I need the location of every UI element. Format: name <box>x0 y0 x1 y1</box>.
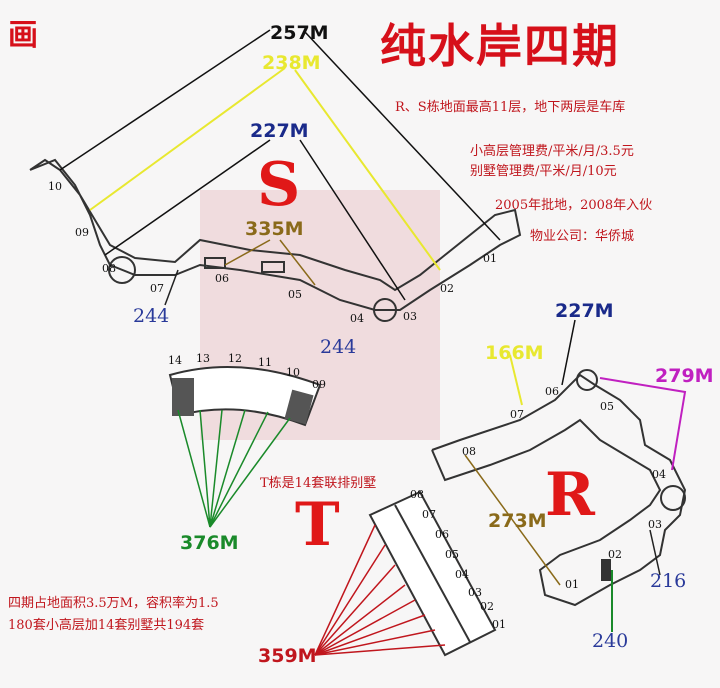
v-unit-label: 03 <box>468 586 482 599</box>
v-unit-label: 05 <box>445 548 459 561</box>
t-unit-label: 09 <box>312 378 326 391</box>
t-unit-label: 14 <box>168 354 182 367</box>
r-unit-label: 08 <box>462 445 476 458</box>
distance-359: 359M <box>258 645 317 667</box>
t-unit-label: 11 <box>258 356 272 369</box>
corner-label: 画 <box>8 18 38 53</box>
s-unit-label: 08 <box>102 262 116 275</box>
s-unit-label: 01 <box>483 252 497 265</box>
distance-227-r: 227M <box>555 300 614 322</box>
note-fee-villa: 别墅管理费/平米/月/10元 <box>470 164 617 179</box>
r-unit-label: 05 <box>600 400 614 413</box>
r-unit-label: 01 <box>565 578 579 591</box>
s-unit-label: 03 <box>403 310 417 323</box>
s-building-outline <box>29 158 522 322</box>
fan-376 <box>177 409 291 528</box>
t-unit-label: 12 <box>228 352 242 365</box>
r-unit-label: 07 <box>510 408 524 421</box>
distance-166: 166M <box>485 342 544 364</box>
page-title: 纯水岸四期 <box>380 19 620 73</box>
distance-335: 335M <box>245 218 304 240</box>
note-dates: 2005年批地，2008年入伙 <box>495 198 653 213</box>
note-t-villas: T栋是14套联排别墅 <box>260 476 377 491</box>
v-building-outline <box>368 490 497 657</box>
t-unit-label: 13 <box>196 352 210 365</box>
distance-257: 257M <box>270 22 329 44</box>
v-unit-label: 04 <box>455 568 469 581</box>
s-unit-label: 02 <box>440 282 454 295</box>
distance-279: 279M <box>655 365 714 387</box>
building-r-label: R <box>545 460 595 530</box>
s-unit-label: 06 <box>215 272 229 285</box>
note-units: 180套小高层加14套别墅共194套 <box>8 618 205 633</box>
s-unit-label: 05 <box>288 288 302 301</box>
fan-359 <box>314 524 446 656</box>
note-area: 四期占地面积3.5万M，容积率为1.5 <box>8 596 219 611</box>
r-building-outline <box>431 369 687 607</box>
r-unit-label: 06 <box>545 385 559 398</box>
distance-273: 273M <box>488 510 547 532</box>
building-s-label: S <box>257 150 301 220</box>
r-unit-label: 03 <box>648 518 662 531</box>
v-unit-label: 02 <box>480 600 494 613</box>
note-floors: R、S栋地面最高11层，地下两层是车库 <box>395 100 626 115</box>
distance-238: 238M <box>262 52 321 74</box>
s-unit-label: 09 <box>75 226 89 239</box>
s-unit-label: 07 <box>150 282 164 295</box>
distance-227-s: 227M <box>250 120 309 142</box>
note-fee-highrise: 小高层管理费/平米/月/3.5元 <box>470 144 634 159</box>
v-unit-label: 06 <box>435 528 449 541</box>
number-244-a: 244 <box>133 305 170 327</box>
number-244-b: 244 <box>320 336 357 358</box>
t-building-outline <box>168 366 322 427</box>
note-property: 物业公司：华侨城 <box>530 229 635 244</box>
distance-376: 376M <box>180 532 239 554</box>
measure-lines <box>59 29 687 632</box>
t-unit-label: 10 <box>286 366 300 379</box>
v-unit-label: 08 <box>410 488 424 501</box>
number-240: 240 <box>592 630 629 652</box>
r-unit-label: 02 <box>608 548 622 561</box>
v-unit-label: 07 <box>422 508 436 521</box>
s-unit-label: 04 <box>350 312 364 325</box>
s-unit-label: 10 <box>48 180 62 193</box>
building-t-label: T <box>295 490 340 560</box>
v-unit-label: 01 <box>492 618 506 631</box>
r-unit-label: 04 <box>652 468 666 481</box>
number-216: 216 <box>650 570 687 592</box>
